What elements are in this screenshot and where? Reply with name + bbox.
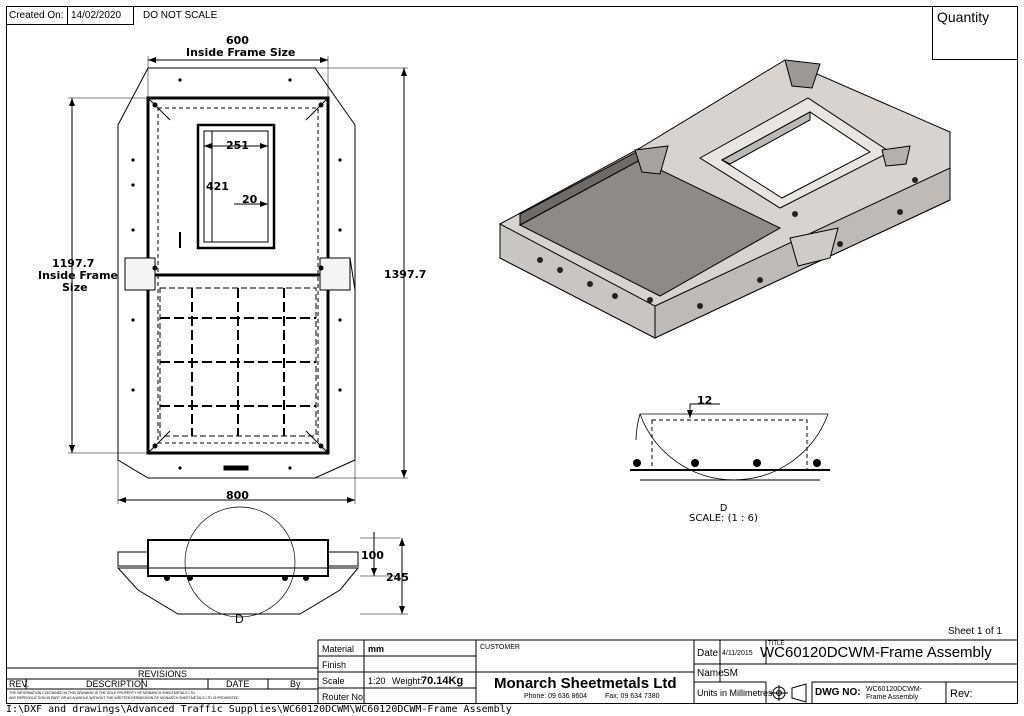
material-label: Material bbox=[322, 644, 355, 654]
router-label: Router No: bbox=[322, 692, 366, 702]
drawing-title: WC60120DCWM-Frame Assembly bbox=[760, 644, 992, 661]
dwg-value-1: WC60120DCWM- bbox=[866, 686, 923, 693]
date-label: Date bbox=[697, 648, 719, 659]
do-not-scale-note: DO NOT SCALE bbox=[143, 10, 218, 21]
title-label: TITLE bbox=[768, 641, 785, 647]
dim-opening-height: 421 bbox=[206, 180, 229, 193]
company-fax: Fax: 09 634 7380 bbox=[605, 693, 660, 700]
created-on-label: Created On: bbox=[6, 6, 68, 25]
quantity-label: Quantity bbox=[937, 9, 990, 25]
quantity-box: Quantity bbox=[932, 6, 1018, 60]
side-view bbox=[116, 506, 408, 618]
scale-value: 1:20 bbox=[368, 676, 386, 686]
finish-label: Finish bbox=[322, 660, 347, 670]
dim-inside-width-label: Inside Frame Size bbox=[186, 46, 296, 59]
detail-view-bolts bbox=[633, 410, 821, 467]
weight-value: 70.14Kg bbox=[421, 675, 464, 687]
top-view-arrows bbox=[69, 57, 407, 503]
units-label: Units in Millimetres bbox=[697, 688, 773, 698]
revisions-title: REVISIONS bbox=[138, 669, 188, 679]
dim-opening-offset: 20 bbox=[242, 193, 258, 206]
sheet-number: Sheet 1 of 1 bbox=[948, 626, 1002, 637]
detail-view-d bbox=[630, 403, 830, 481]
dim-detail-thickness: 12 bbox=[697, 394, 713, 407]
weight-label: Weight: bbox=[392, 676, 423, 686]
disclaimer-line-2: ANY REPRODUCTION IN PART OR AS A WHOLE W… bbox=[9, 696, 239, 700]
description-column: DESCRIPTION bbox=[86, 679, 148, 689]
company-name: Monarch Sheetmetals Ltd bbox=[494, 675, 677, 692]
iso-fasteners bbox=[537, 177, 918, 309]
dim-overall-height: 1397.7 bbox=[384, 268, 427, 281]
scale-label: Scale bbox=[322, 676, 345, 686]
dwg-label: DWG NO: bbox=[815, 687, 861, 698]
top-view bbox=[68, 56, 408, 504]
name-value: SM bbox=[723, 668, 738, 679]
dim-side-height-1: 100 bbox=[361, 549, 384, 562]
dim-inside-height: 1197.7 bbox=[52, 257, 95, 270]
name-label: Name bbox=[697, 668, 724, 679]
file-path: I:\DXF and drawings\Advanced Traffic Sup… bbox=[6, 704, 512, 715]
dim-overall-width: 800 bbox=[226, 489, 249, 502]
left-bracket bbox=[124, 257, 156, 291]
top-view-holes bbox=[131, 78, 342, 470]
dwg-value-2: Frame Assembly bbox=[866, 694, 919, 701]
dim-opening-width: 251 bbox=[226, 139, 249, 152]
dim-inside-height-label-1: Inside Frame bbox=[38, 269, 118, 282]
company-phone: Phone: 09 636 8604 bbox=[524, 693, 588, 700]
opening-inner bbox=[203, 130, 269, 243]
detail-title: D bbox=[720, 503, 728, 514]
dim-inside-height-label-2: Size bbox=[62, 281, 88, 294]
dim-side-height-2: 245 bbox=[386, 571, 409, 584]
created-on-value: 14/02/2020 bbox=[68, 6, 134, 25]
detail-circle-d bbox=[184, 506, 296, 618]
customer-label: CUSTOMER bbox=[480, 644, 520, 651]
detail-scale: SCALE: (1 : 6) bbox=[689, 513, 758, 524]
drawing-border bbox=[6, 6, 1018, 704]
detail-marker-d: D bbox=[235, 612, 244, 626]
opening-outer bbox=[196, 123, 276, 250]
projection-symbol bbox=[770, 683, 807, 703]
date-column: DATE bbox=[226, 679, 250, 689]
dim-inside-width: 600 bbox=[226, 34, 249, 47]
rev-label: Rev: bbox=[950, 688, 973, 700]
material-value: mm bbox=[368, 644, 385, 654]
rev-column: REV. bbox=[9, 679, 30, 689]
title-block-lines bbox=[6, 639, 1018, 704]
disclaimer-line-1: THE INFORMATION CONTAINED IN THIS DRAWIN… bbox=[9, 691, 196, 695]
isometric-view bbox=[499, 59, 951, 339]
date-value: 4/11/2015 bbox=[722, 650, 753, 657]
by-column: By bbox=[290, 679, 301, 689]
right-bracket bbox=[319, 257, 351, 291]
side-view-details bbox=[164, 538, 405, 614]
